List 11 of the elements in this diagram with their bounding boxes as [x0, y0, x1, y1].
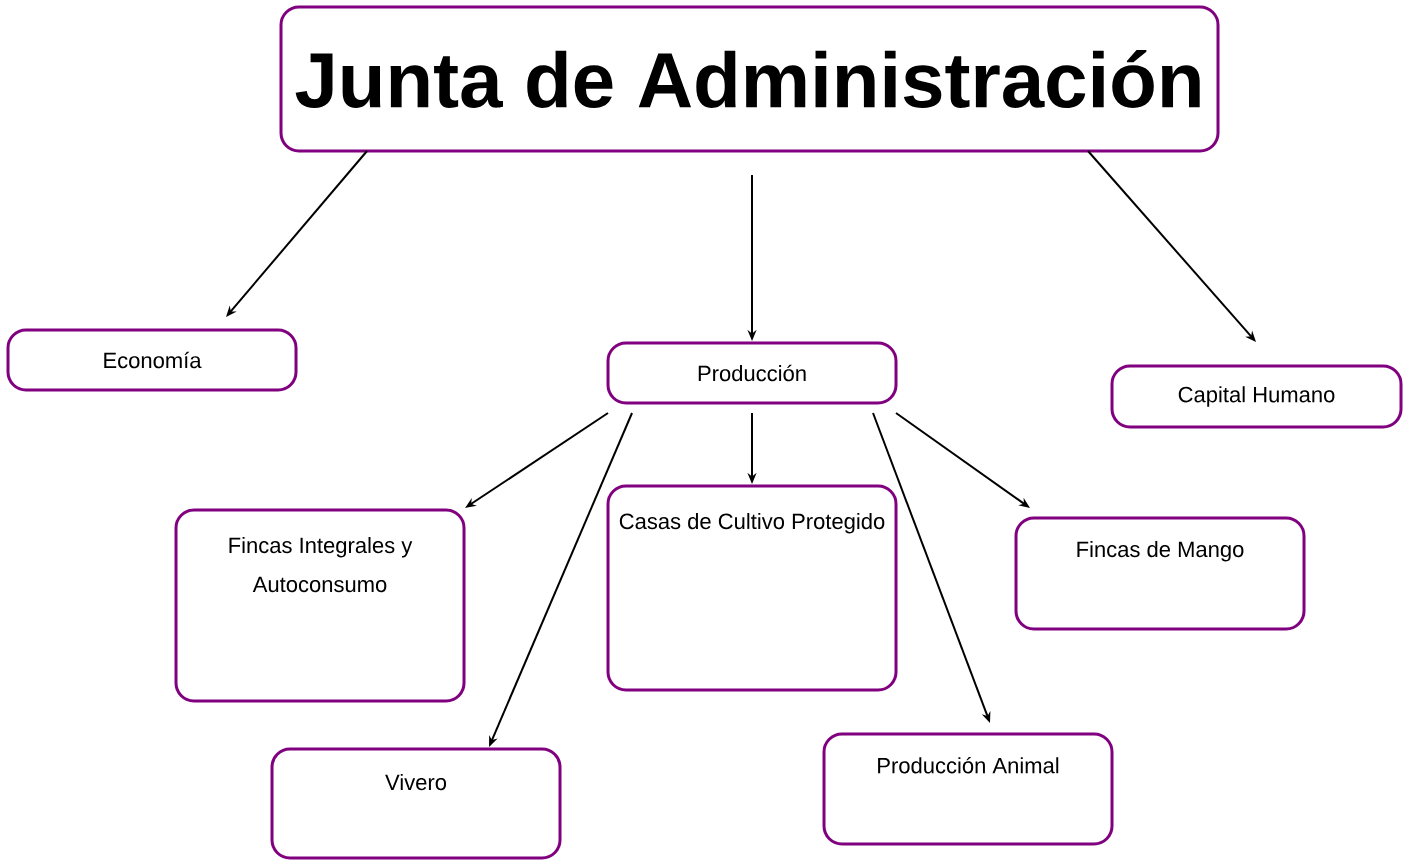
- unit-box: Capital Humano: [1110, 364, 1403, 429]
- unit-box: Casas de Cultivo Protegido: [606, 484, 898, 692]
- arrow: [1087, 150, 1256, 342]
- unit-box: Producción Animal: [822, 732, 1114, 846]
- unit-box: Fincas de Mango: [1014, 516, 1306, 631]
- title-box: Junta de Administración: [279, 5, 1220, 153]
- unit-box: Producción: [606, 341, 898, 405]
- arrow: [226, 150, 368, 317]
- unit-box: Economía: [6, 328, 298, 392]
- unit-box: Fincas Integrales y Autoconsumo: [174, 508, 466, 703]
- unit-box: Vivero: [270, 747, 562, 860]
